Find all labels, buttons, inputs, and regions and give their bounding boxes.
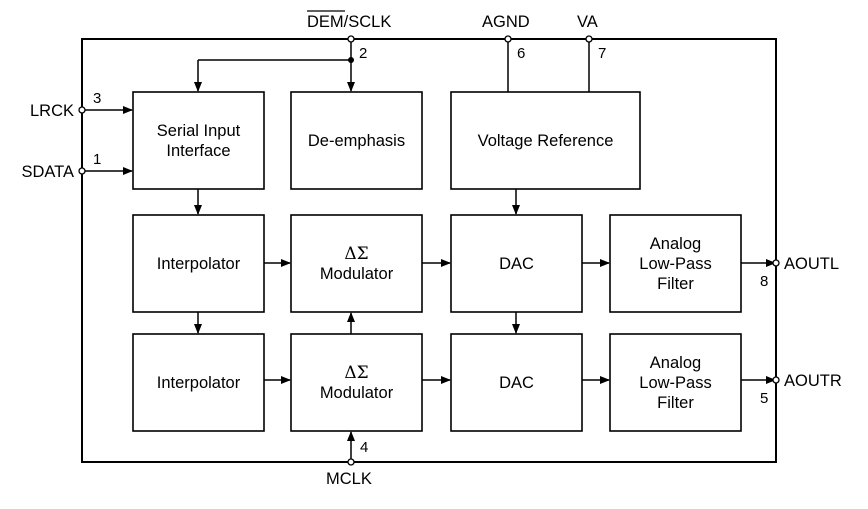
dac-right-label: DAC <box>499 374 534 392</box>
modulator-left-label: Modulator <box>320 265 394 283</box>
filter-right-block: Analog Low-Pass Filter <box>609 333 742 432</box>
pin-circles <box>78 35 780 466</box>
signal-connections <box>82 39 776 462</box>
mclk-label: MCLK <box>326 470 372 488</box>
va-pin-icon <box>585 35 593 43</box>
serial-input-label-1: Serial Input <box>157 122 241 140</box>
sdata-label: SDATA <box>21 163 74 181</box>
de-emphasis-block: De-emphasis <box>290 91 423 190</box>
pin-labels: DEM/SCLK 2 AGND 6 VA 7 LRCK 3 SDATA 1 AO… <box>21 10 842 488</box>
lrck-pin-icon <box>78 106 86 114</box>
sclk-pin-icon <box>347 35 355 43</box>
filter-right-label-2: Low-Pass <box>639 374 711 392</box>
interpolator-right-block: Interpolator <box>132 333 265 432</box>
chip-outline <box>81 38 777 463</box>
dac-right-block: DAC <box>450 333 583 432</box>
junction-dots <box>348 57 354 63</box>
lrck-label: LRCK <box>30 102 74 120</box>
sclk-pin-number: 2 <box>359 45 367 62</box>
mclk-pin-icon <box>347 458 355 466</box>
aoutr-label: AOUTR <box>784 372 842 390</box>
lrck-pin-number: 3 <box>93 90 101 107</box>
voltage-reference-block: Voltage Reference <box>450 91 641 190</box>
agnd-label: AGND <box>482 13 530 31</box>
sdata-pin-icon <box>78 167 86 175</box>
filter-left-block: Analog Low-Pass Filter <box>609 214 742 313</box>
filter-right-label-1: Analog <box>650 354 701 372</box>
filter-left-label-2: Low-Pass <box>639 255 711 273</box>
dac-left-block: DAC <box>450 214 583 313</box>
filter-left-label-1: Analog <box>650 235 701 253</box>
sclk-junction-dot <box>348 57 354 63</box>
dac-left-label: DAC <box>499 255 534 273</box>
delta-sigma-left-label: ΔΣ <box>344 244 368 264</box>
filter-right-label-3: Filter <box>657 394 694 412</box>
aoutl-label: AOUTL <box>784 255 839 273</box>
agnd-pin-icon <box>504 35 512 43</box>
serial-input-label-2: Interface <box>166 142 230 160</box>
aoutr-pin-icon <box>772 376 780 384</box>
voltage-reference-label: Voltage Reference <box>478 132 614 150</box>
modulator-right-block: ΔΣ Modulator <box>290 333 423 432</box>
modulator-right-label: Modulator <box>320 384 394 402</box>
interpolator-right-label: Interpolator <box>157 374 241 392</box>
modulator-left-block: ΔΣ Modulator <box>290 214 423 313</box>
dem-sclk-label: DEM/SCLK <box>307 13 391 31</box>
va-label: VA <box>577 13 598 31</box>
agnd-pin-number: 6 <box>517 45 525 62</box>
interpolator-left-block: Interpolator <box>132 214 265 313</box>
va-pin-number: 7 <box>598 45 606 62</box>
aoutl-pin-icon <box>772 259 780 267</box>
aoutr-pin-number: 5 <box>760 390 768 407</box>
serial-input-interface-block: Serial Input Interface <box>132 91 265 190</box>
interpolator-left-label: Interpolator <box>157 255 241 273</box>
mclk-pin-number: 4 <box>360 439 368 456</box>
filter-left-label-3: Filter <box>657 275 694 293</box>
sclk-label: /SCLK <box>344 13 392 31</box>
dem-label: DEM <box>307 13 344 31</box>
aoutl-pin-number: 8 <box>760 273 768 290</box>
sdata-pin-number: 1 <box>93 151 101 168</box>
de-emphasis-label: De-emphasis <box>308 132 405 150</box>
delta-sigma-right-label: ΔΣ <box>344 363 368 383</box>
